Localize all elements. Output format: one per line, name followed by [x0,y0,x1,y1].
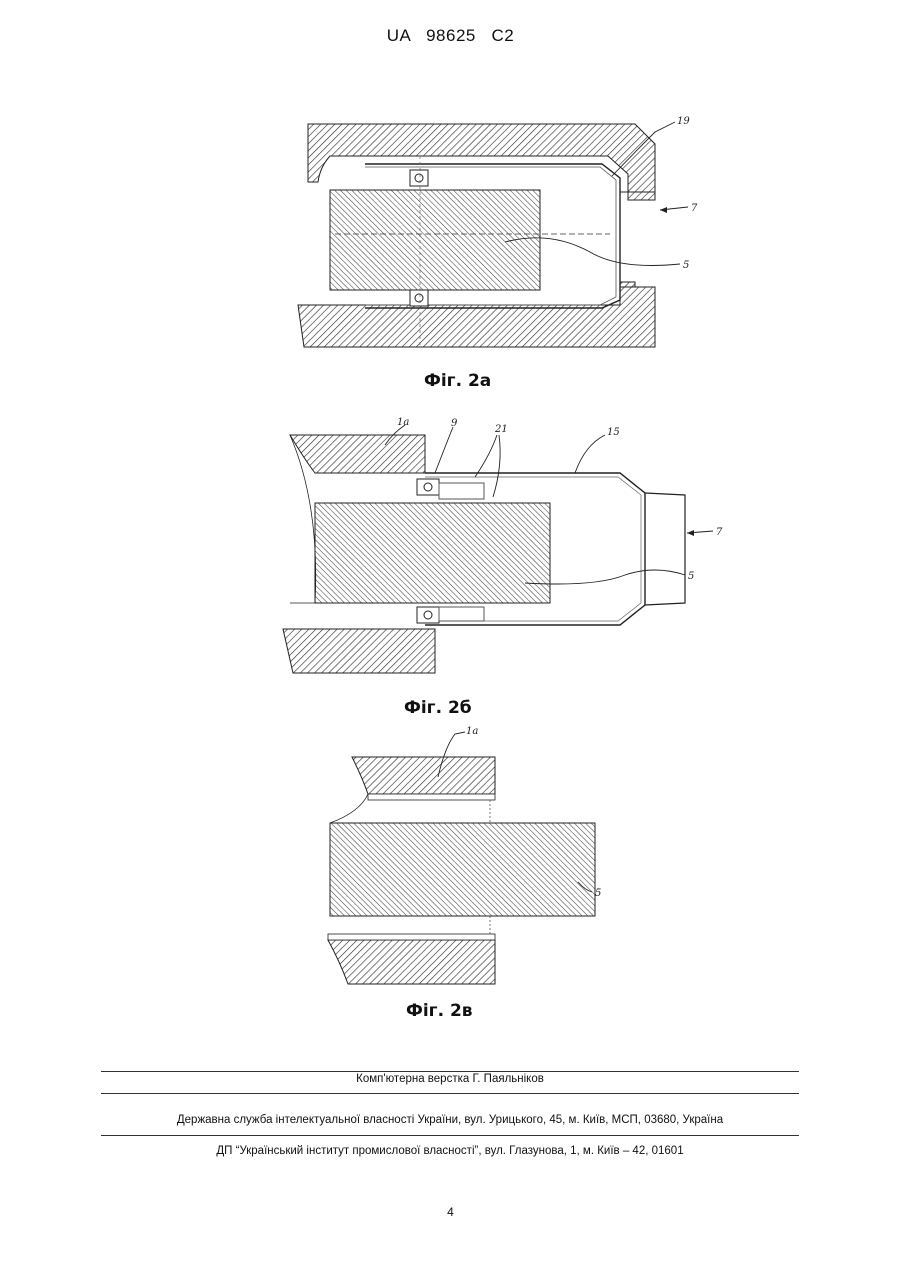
core-block [315,503,550,603]
footer-rule-2 [101,1093,799,1094]
figure-2a: 19 7 5 [290,112,710,357]
lower-wall [298,282,655,347]
figure-2a-drawing: 19 7 5 [290,112,710,357]
callout-7: 7 [691,203,698,214]
core-block [330,823,595,916]
seal-bottom [417,607,484,623]
callout-1a: 1a [466,726,478,737]
figure-2c-drawing: 1a 5 [320,722,620,992]
callout-1a: 1a [397,417,409,428]
footer-institute-address: ДП “Український інститут промислової вла… [101,1145,799,1157]
footer-rule-3 [101,1135,799,1136]
lower-wall [328,940,495,984]
callout-5: 5 [595,888,601,899]
callout-21: 21 [494,424,508,435]
footer-typesetter: Комп'ютерна верстка Г. Паяльніков [101,1073,799,1085]
callout-15: 15 [607,427,620,438]
footer-rule-1 [101,1071,799,1072]
lower-wall [283,629,435,673]
seal-bottom [410,290,428,306]
caption-fig-2c: Фіг. 2в [406,1001,473,1021]
document-id: UA 98625 C2 [0,26,901,46]
caption-fig-2b: Фіг. 2б [404,698,472,718]
callout-7: 7 [716,527,723,538]
figure-2c: 1a 5 [320,722,620,992]
callout-19: 19 [677,116,690,127]
upper-wall [352,757,495,794]
upper-wall [290,435,425,473]
core-block [330,190,540,290]
upper-wall [308,124,655,200]
figure-2b-drawing: 1a 9 21 15 7 5 [275,415,725,680]
seal-top [417,479,484,499]
callout-5: 5 [683,260,689,271]
callout-9: 9 [451,418,458,429]
seal-top [410,170,428,186]
figure-2b: 1a 9 21 15 7 5 [275,415,725,680]
callout-5: 5 [688,571,694,582]
page-number: 4 [0,1205,901,1219]
caption-fig-2a: Фіг. 2а [424,371,491,391]
footer-agency-address: Державна служба інтелектуальної власност… [101,1114,799,1126]
